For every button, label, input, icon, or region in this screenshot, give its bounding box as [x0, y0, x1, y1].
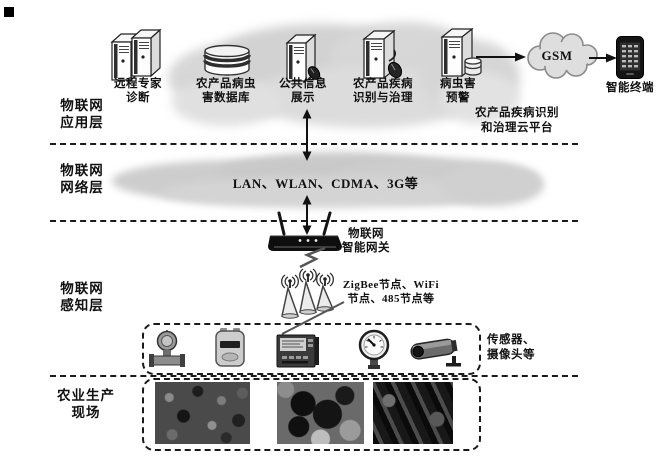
- antenna: [322, 211, 332, 236]
- label-line: 公共信息: [279, 78, 327, 90]
- gsm-label: GSM: [541, 48, 573, 63]
- label-line: 摄像头等: [487, 348, 535, 361]
- label-line: 物联网: [60, 98, 104, 113]
- network-cloud-label: LAN、WLAN、CDMA、3G等: [232, 176, 419, 191]
- cctv-camera-icon: [410, 338, 461, 367]
- arrow-warning-gsm: [476, 52, 526, 62]
- label-line: 节点、485节点等: [347, 293, 435, 305]
- label-line: 和治理云平台: [481, 121, 553, 134]
- layer-divider-perception-field: [50, 375, 578, 377]
- panel-meter-icon: [276, 334, 319, 368]
- label-line: 网络层: [60, 179, 104, 195]
- label-line: 害数据库: [202, 91, 250, 104]
- label-line: 物联网: [60, 281, 104, 296]
- flow-meter-icon: [149, 330, 185, 367]
- arrow-gsm-terminal: [589, 53, 617, 63]
- field-photo-fruit: [277, 382, 364, 444]
- gateway-label: 物联网 智能网关: [337, 228, 395, 255]
- disease-mgmt-label: 农产品疾病 识别与治理: [343, 78, 423, 105]
- pest-database-icon: [203, 44, 251, 76]
- pest-database-label: 农产品病虫 害数据库: [186, 78, 266, 105]
- gateway-router-icon: [268, 211, 342, 251]
- label-line: 感知层: [60, 297, 104, 313]
- label-line: 物联网: [348, 228, 384, 240]
- layer-label-perception: 物联网 感知层: [37, 281, 127, 314]
- cloud-blob: [160, 176, 490, 208]
- label-line: 农产品病虫: [196, 78, 256, 90]
- label-line: 预警: [446, 91, 470, 104]
- mini-database-icon: [464, 57, 482, 76]
- smart-terminal-label: 智能终端: [606, 82, 654, 94]
- wireless-node: [299, 268, 318, 315]
- public-info-label: 公共信息 展示: [263, 78, 343, 105]
- label-line: 现场: [71, 404, 101, 420]
- wireless-node: [281, 274, 300, 319]
- antenna: [277, 211, 286, 236]
- label-line: ZigBee节点、WiFi: [342, 279, 440, 291]
- label-line: 应用层: [60, 114, 104, 130]
- label-line: 农产品疾病: [353, 78, 413, 90]
- layer-divider-network-perception: [50, 220, 578, 222]
- pest-warning-label: 病虫害 预警: [418, 78, 498, 105]
- label-line: 农业生产: [57, 388, 115, 403]
- remote-expert-servers-icon: [110, 28, 162, 81]
- label-line: 物联网: [60, 163, 104, 178]
- pressure-gauge-icon: [358, 329, 390, 369]
- pest-warning-server-icon: [440, 27, 482, 78]
- disease-server-icon: [362, 29, 403, 80]
- lightning-icon: [299, 247, 326, 269]
- cloud-blob: [172, 80, 282, 126]
- label-line: 远程专家: [114, 78, 162, 90]
- sensors-label: 传感器、 摄像头等: [487, 333, 559, 362]
- corner-mark: [4, 7, 14, 17]
- label-line: 展示: [291, 91, 315, 104]
- gsm-cloud-icon: [527, 32, 598, 79]
- cloud-blob: [440, 72, 520, 124]
- label-line: 农产品疾病识别: [475, 107, 559, 119]
- field-photo-crops: [155, 382, 250, 444]
- arrow-appserver-networkcloud: [302, 109, 312, 161]
- layer-label-application: 物联网 应用层: [37, 98, 127, 131]
- gas-meter-icon: [215, 328, 245, 367]
- label-line: 传感器、: [487, 334, 535, 346]
- public-info-server-icon: [285, 33, 321, 82]
- remote-expert-label: 远程专家 诊断: [98, 78, 178, 105]
- nodes-ground-line: [281, 301, 345, 335]
- mouse-icon: [387, 49, 403, 79]
- arrow-networkcloud-gateway: [302, 195, 312, 235]
- label-line: 病虫害: [440, 78, 476, 90]
- zigbee-nodes-label: ZigBee节点、WiFi 节点、485节点等: [335, 278, 447, 306]
- layer-label-field: 农业生产 现场: [36, 388, 136, 421]
- label-line: 识别与治理: [353, 91, 413, 104]
- label-line: 诊断: [126, 91, 150, 104]
- field-photo-vines: [373, 382, 453, 444]
- cloud-blob: [440, 164, 544, 206]
- layer-divider-application-network: [50, 143, 578, 145]
- label-line: 智能网关: [342, 241, 390, 254]
- layer-label-network: 物联网 网络层: [37, 163, 127, 196]
- mouse-icon: [307, 66, 321, 80]
- smart-terminal-icon: [616, 36, 644, 79]
- cloud-platform-label: 农产品疾病识别 和治理云平台: [452, 106, 582, 135]
